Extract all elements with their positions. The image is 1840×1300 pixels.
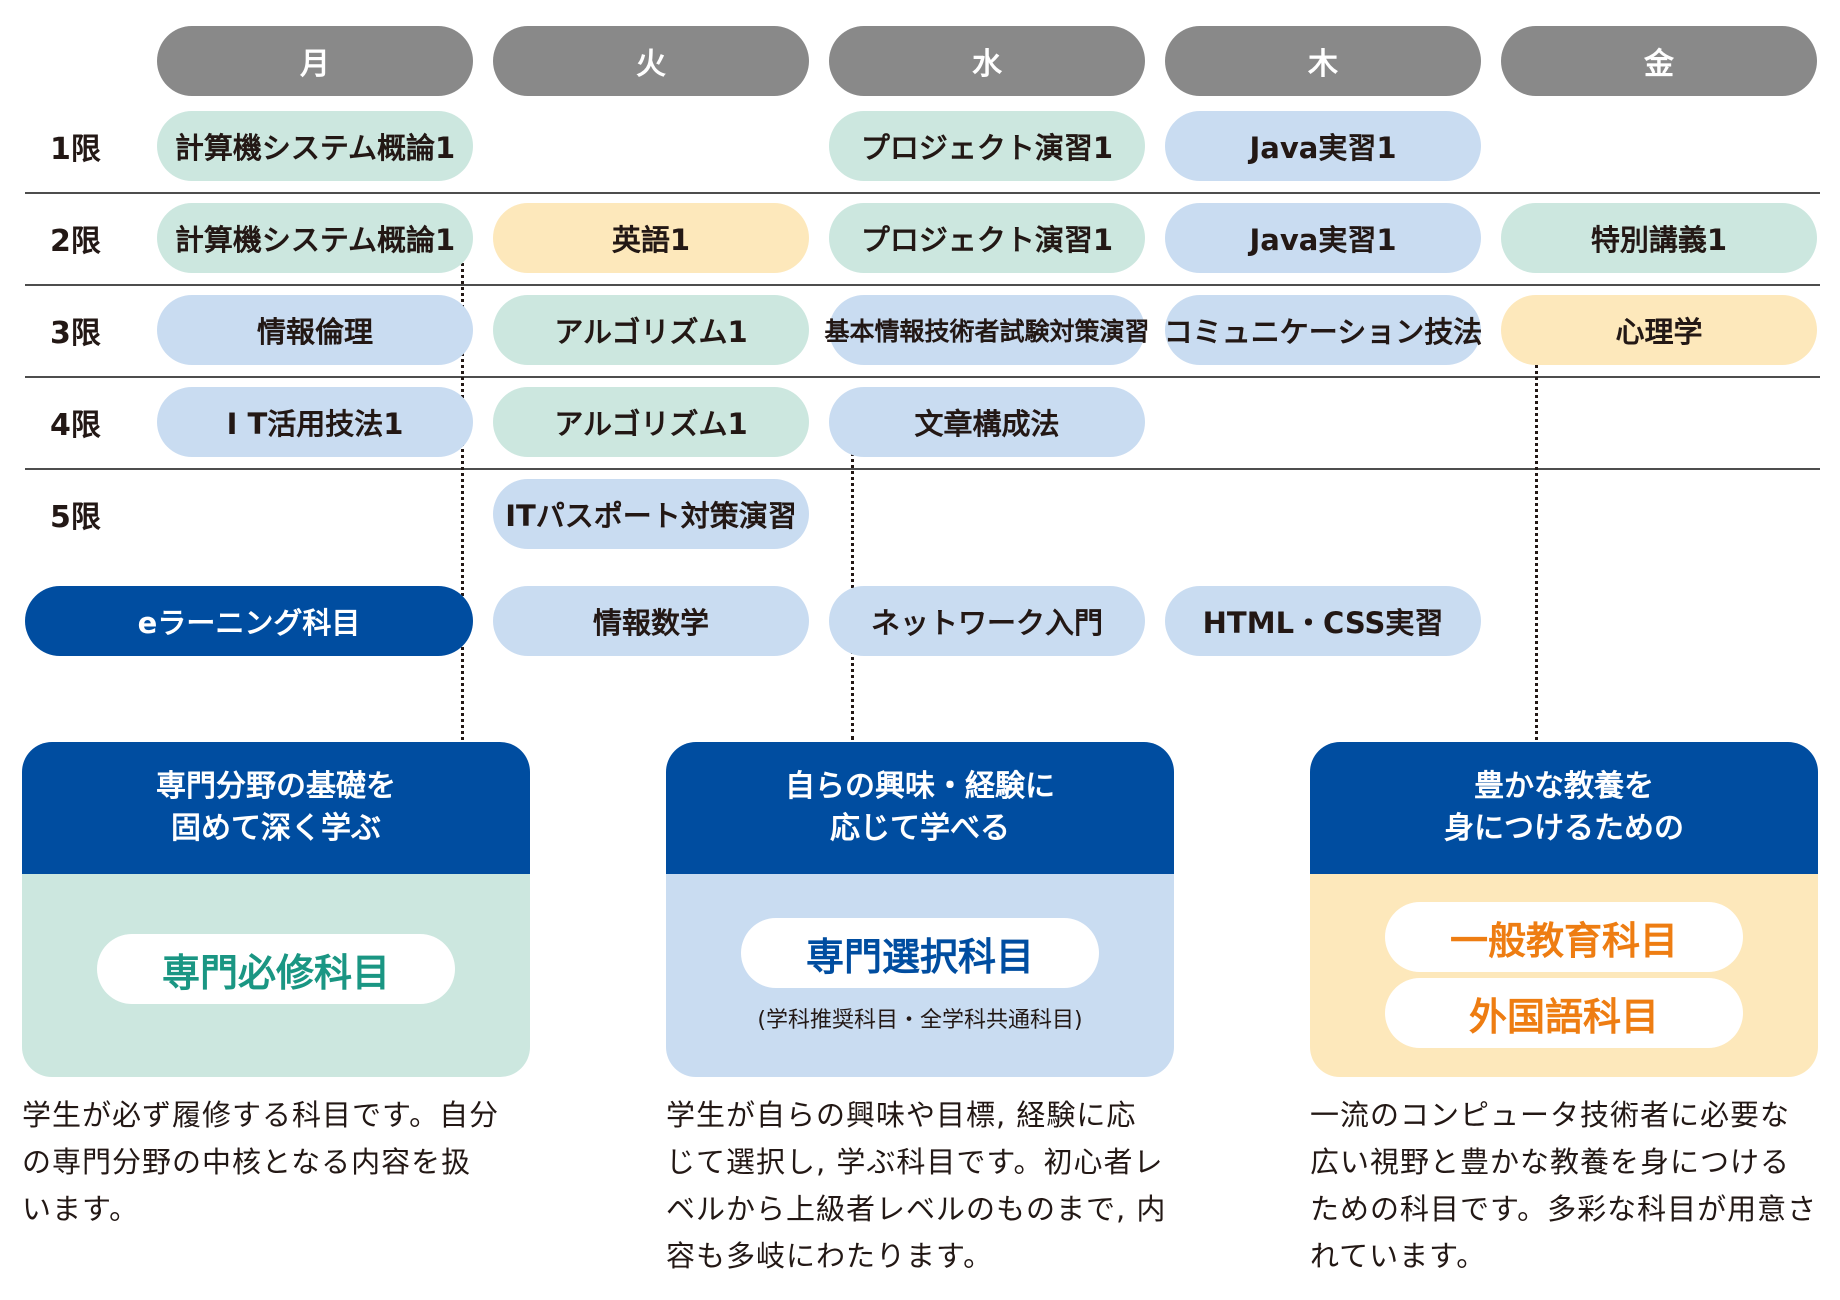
description-line: の専門分野の中核となる内容を扱 <box>22 1145 472 1179</box>
course-pill: 英語1 <box>493 203 809 273</box>
description-line: います。 <box>22 1192 140 1226</box>
category-heading: 専門分野の基礎を 固めて深く学ぶ <box>22 742 530 874</box>
day-header-tue: 火 <box>493 26 809 96</box>
course-pill: 計算機システム概論1 <box>157 203 473 273</box>
day-header-mon: 月 <box>157 26 473 96</box>
description-line: 容も多岐にわたります。 <box>666 1239 994 1273</box>
description-line: れています。 <box>1310 1239 1487 1273</box>
connector-general <box>1535 324 1538 740</box>
course-pill: プロジェクト演習1 <box>829 203 1145 273</box>
course-pill: アルゴリズム1 <box>493 295 809 365</box>
course-pill: 基本情報技術者試験対策演習 <box>825 295 1150 365</box>
category-badge: 専門必修科目 <box>97 934 455 1004</box>
period-label-2: 2限 <box>50 224 101 259</box>
category-heading-line: 固めて深く学ぶ <box>171 811 381 846</box>
row-divider <box>25 192 1820 194</box>
category-card-general: 豊かな教養を 身につけるための 一般教育科目 外国語科目 <box>1310 742 1818 1077</box>
course-pill: 情報倫理 <box>157 295 473 365</box>
category-badge: 外国語科目 <box>1385 978 1743 1048</box>
period-label-1: 1限 <box>50 132 101 167</box>
category-badge: 一般教育科目 <box>1385 902 1743 972</box>
course-pill: コミュニケーション技法 <box>1164 295 1482 365</box>
day-header-wed: 水 <box>829 26 1145 96</box>
description-line: 広い視野と豊かな教養を身につける <box>1310 1145 1791 1179</box>
period-label-5: 5限 <box>50 500 101 535</box>
course-pill: I T活用技法1 <box>157 387 473 457</box>
category-card-elective: 自らの興味・経験に 応じて学べる 専門選択科目 (学科推奨科目・全学科共通科目) <box>666 742 1174 1077</box>
category-card-required: 専門分野の基礎を 固めて深く学ぶ 専門必修科目 <box>22 742 530 1077</box>
course-pill: 心理学 <box>1501 295 1817 365</box>
description-line: ための科目です。多彩な科目が用意さ <box>1310 1192 1818 1226</box>
course-pill: 文章構成法 <box>829 387 1145 457</box>
category-heading: 豊かな教養を 身につけるための <box>1310 742 1818 874</box>
course-pill: 計算機システム概論1 <box>157 111 473 181</box>
course-pill: ITパスポート対策演習 <box>493 479 809 549</box>
day-header-thu: 木 <box>1165 26 1481 96</box>
course-pill: 特別講義1 <box>1501 203 1817 273</box>
row-divider <box>25 468 1820 470</box>
description-line: 一流のコンピュータ技術者に必要な <box>1310 1098 1791 1132</box>
elearning-course-pill: HTML・CSS実習 <box>1165 586 1481 656</box>
elearning-course-pill: ネットワーク入門 <box>829 586 1145 656</box>
course-pill: Java実習1 <box>1165 203 1481 273</box>
row-divider <box>25 284 1820 286</box>
elearning-course-pill: 情報数学 <box>493 586 809 656</box>
category-heading-line: 豊かな教養を <box>1474 769 1654 804</box>
category-heading-line: 応じて学べる <box>830 811 1010 846</box>
period-label-4: 4限 <box>50 408 101 443</box>
description-line: ベルから上級者レベルのものまで, 内 <box>666 1192 1167 1226</box>
category-note: (学科推奨科目・全学科共通科目) <box>757 1008 1083 1033</box>
row-divider <box>25 376 1820 378</box>
period-label-3: 3限 <box>50 316 101 351</box>
category-description: 一流のコンピュータ技術者に必要な 広い視野と豊かな教養を身につける ための科目で… <box>1310 1092 1825 1280</box>
description-line: 学生が自らの興味や目標, 経験に応 <box>666 1098 1137 1132</box>
connector-elective <box>851 416 854 740</box>
category-description: 学生が自らの興味や目標, 経験に応 じて選択し, 学ぶ科目です。初心者レ ベルか… <box>666 1092 1181 1280</box>
connector-required <box>461 232 464 740</box>
category-badge: 専門選択科目 <box>741 918 1099 988</box>
category-heading-line: 専門分野の基礎を <box>156 769 396 804</box>
category-heading-line: 自らの興味・経験に <box>785 769 1055 804</box>
category-description: 学生が必ず履修する科目です。自分 の専門分野の中核となる内容を扱 います。 <box>22 1092 537 1233</box>
category-heading-line: 身につけるための <box>1444 811 1684 846</box>
day-header-fri: 金 <box>1501 26 1817 96</box>
elearning-label: eラーニング科目 <box>25 586 473 656</box>
description-line: 学生が必ず履修する科目です。自分 <box>22 1098 500 1132</box>
course-pill: Java実習1 <box>1165 111 1481 181</box>
course-pill: プロジェクト演習1 <box>829 111 1145 181</box>
course-pill: アルゴリズム1 <box>493 387 809 457</box>
description-line: じて選択し, 学ぶ科目です。初心者レ <box>666 1145 1164 1179</box>
category-heading: 自らの興味・経験に 応じて学べる <box>666 742 1174 874</box>
